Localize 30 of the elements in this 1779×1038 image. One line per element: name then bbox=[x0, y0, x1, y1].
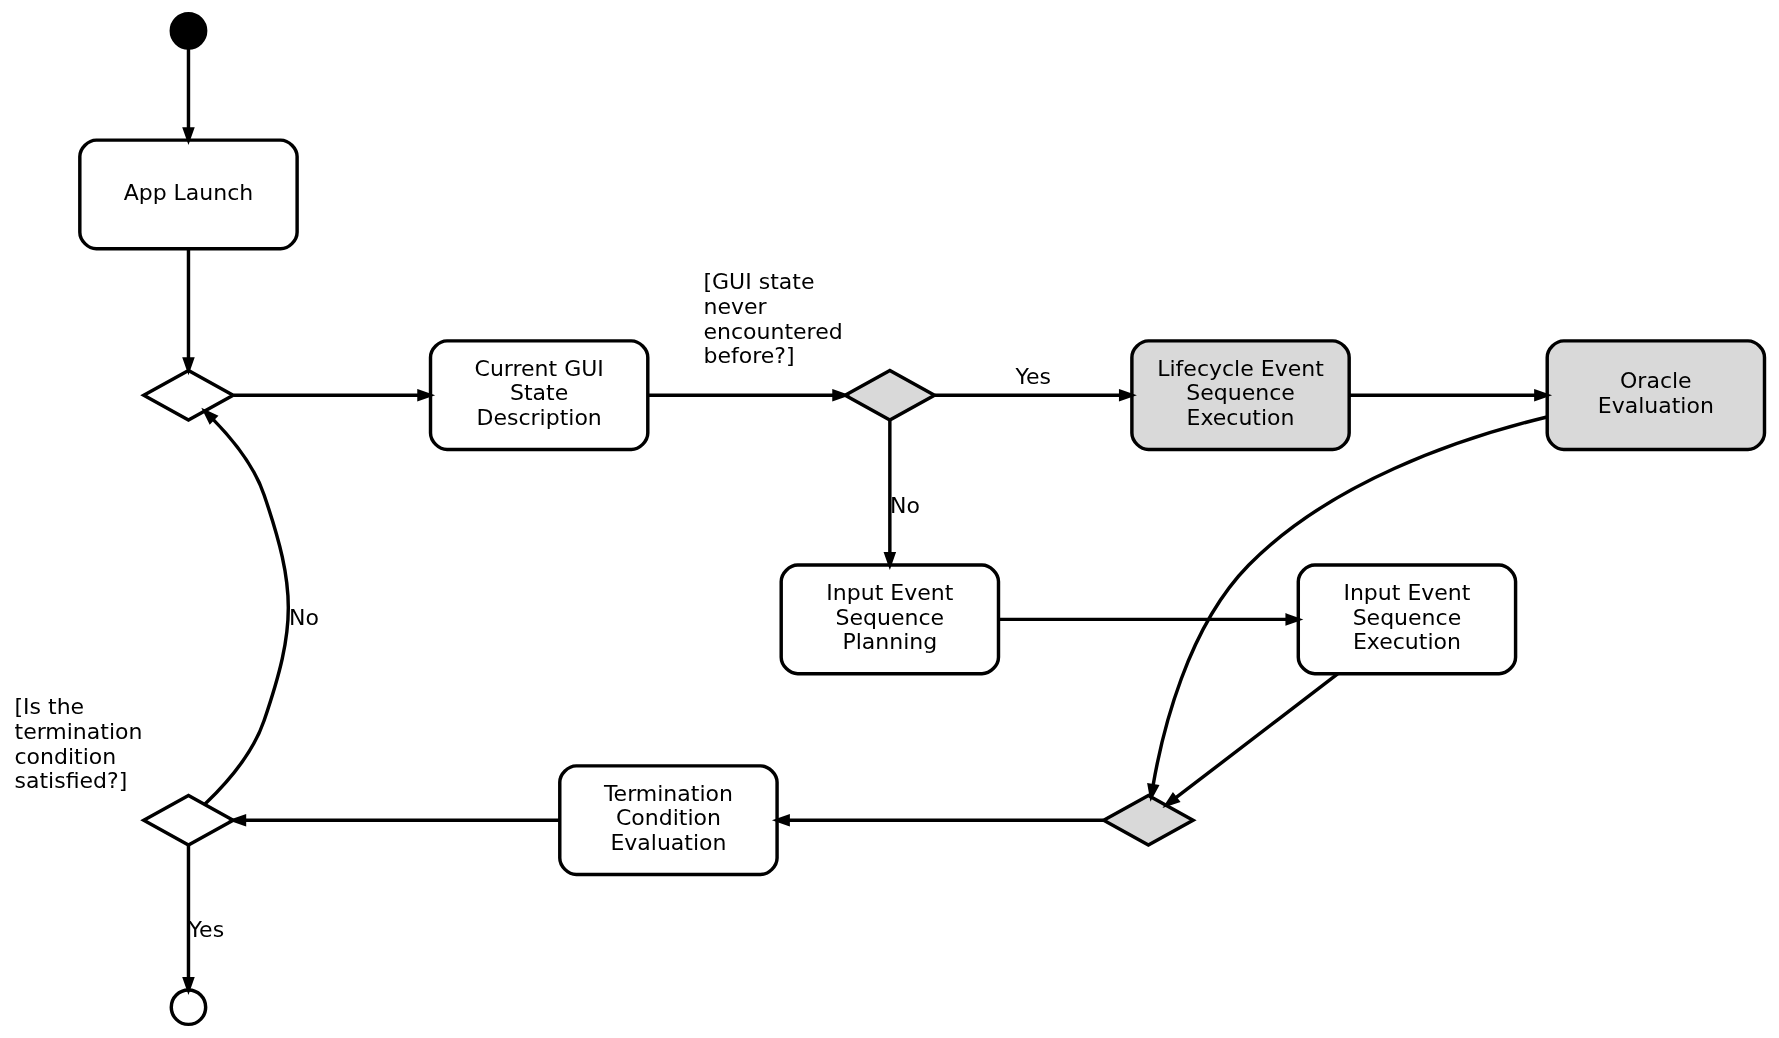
node-label: [GUI state never encountered before?] bbox=[703, 269, 843, 369]
node-box: Current GUI State Description bbox=[428, 339, 650, 452]
edge-label: Yes bbox=[1015, 363, 1051, 389]
arrow bbox=[201, 407, 290, 806]
node-box: App Launch bbox=[78, 138, 299, 251]
arrow bbox=[182, 248, 195, 376]
node-diamond bbox=[140, 368, 237, 422]
node-box: Termination Condition Evaluation bbox=[558, 764, 779, 877]
node-box: Input Event Sequence Planning bbox=[779, 563, 1001, 676]
edge-label: Yes bbox=[188, 917, 225, 943]
edge-label: No bbox=[289, 604, 319, 630]
node-box: Input Event Sequence Execution bbox=[1296, 563, 1518, 676]
node-box: Lifecycle Event Sequence Execution bbox=[1130, 339, 1351, 452]
arrow bbox=[233, 388, 436, 402]
arrow bbox=[883, 420, 897, 570]
node-label: [Is the termination condition satisfied?] bbox=[14, 694, 143, 794]
arrow bbox=[934, 388, 1137, 402]
edge-label: No bbox=[890, 492, 920, 518]
arrow bbox=[182, 845, 195, 995]
node-box: Oracle Evaluation bbox=[1545, 339, 1767, 452]
arrow bbox=[228, 813, 560, 827]
arrow bbox=[1349, 388, 1553, 402]
arrow bbox=[1147, 415, 1548, 802]
arrow bbox=[998, 613, 1304, 626]
arrow bbox=[771, 813, 1104, 827]
arrow bbox=[1162, 672, 1339, 808]
node-circle bbox=[169, 988, 208, 1027]
node-circle bbox=[169, 11, 208, 50]
arrow bbox=[648, 388, 851, 402]
arrow bbox=[182, 48, 195, 146]
